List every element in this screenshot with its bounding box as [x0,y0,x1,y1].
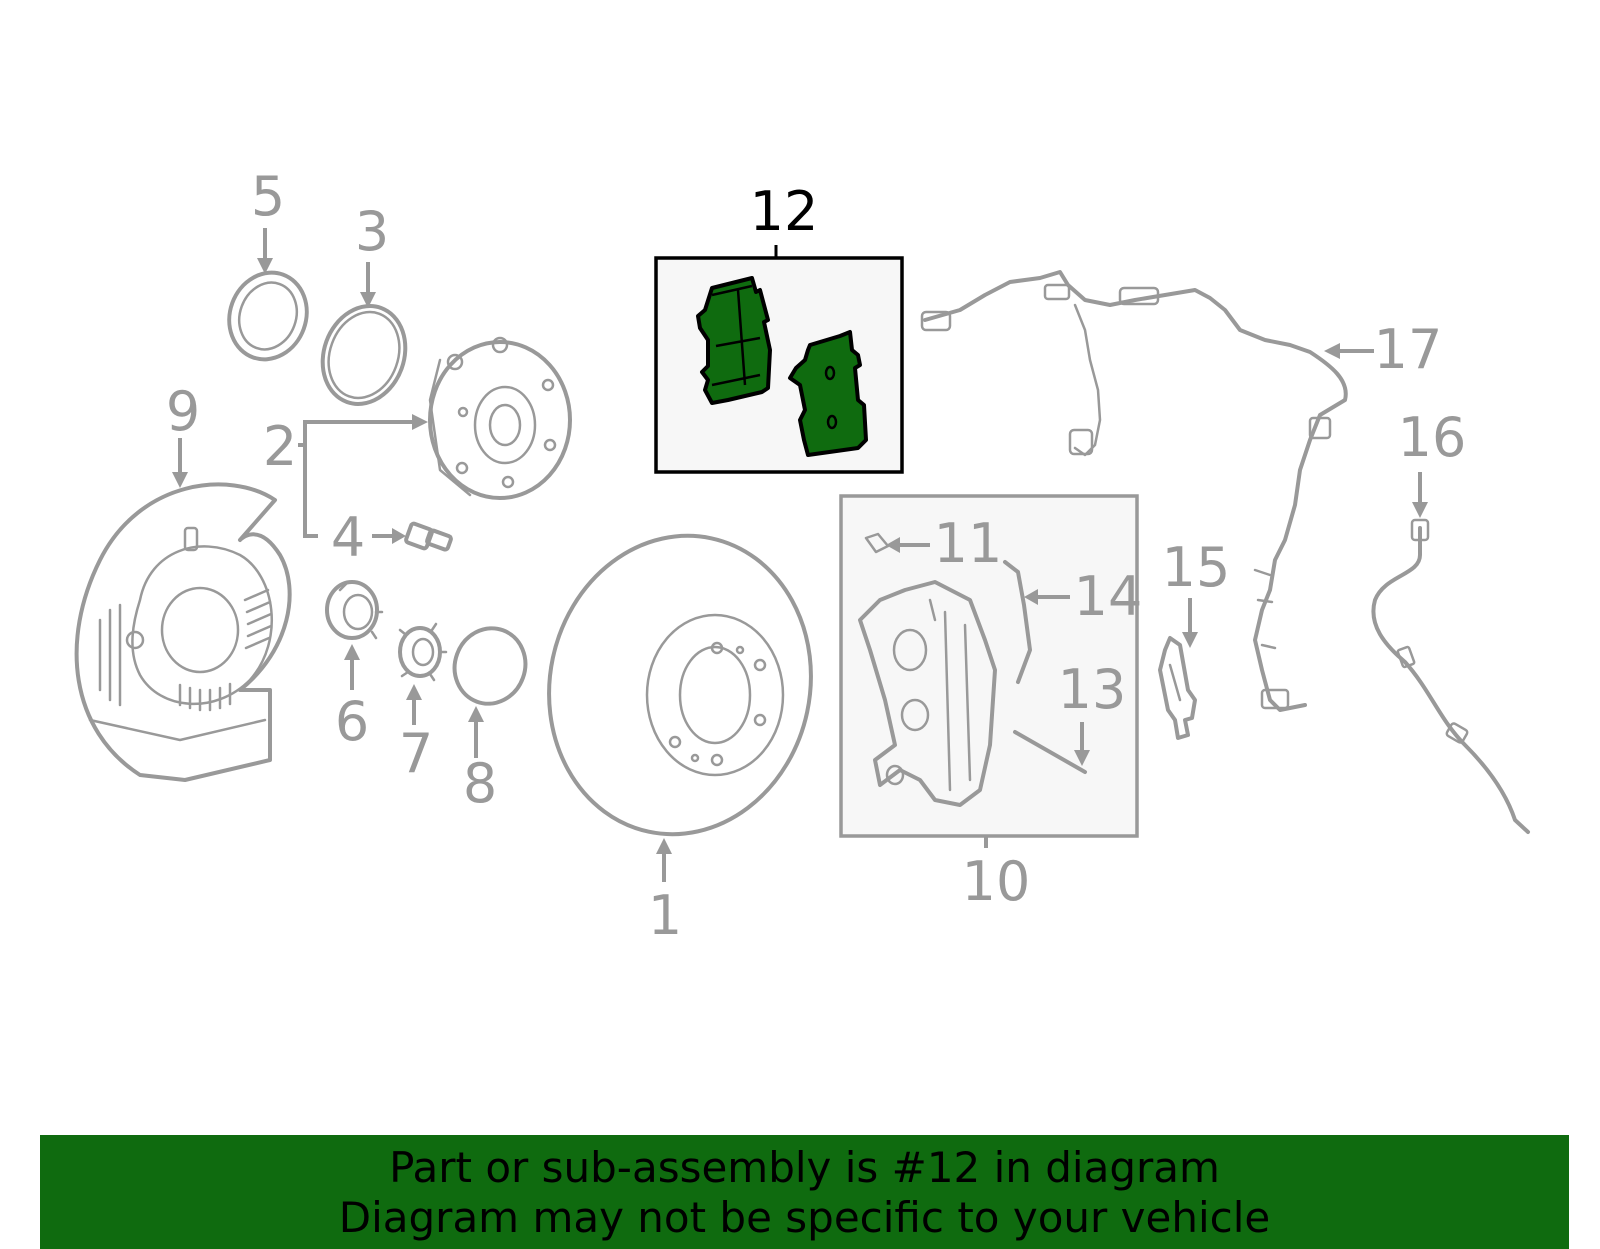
banner-line-1: Part or sub-assembly is #12 in diagram [389,1143,1220,1192]
part-16-brake-hose[interactable] [1371,518,1530,834]
callout-13[interactable]: 13 [1058,658,1127,721]
part-4-bolt[interactable] [404,521,453,552]
callout-4[interactable]: 4 [331,506,365,569]
callout-10[interactable]: 10 [962,850,1031,913]
callout-7[interactable]: 7 [399,722,433,785]
callout-16[interactable]: 16 [1398,406,1467,469]
arrow-13 [1074,750,1090,766]
arrow-4 [392,528,406,544]
arrow-14 [1024,589,1038,605]
part-17-sensor-harness[interactable] [920,270,1348,712]
banner-line-2: Diagram may not be specific to your vehi… [338,1193,1271,1242]
arrow-1 [656,838,672,854]
arrow-6 [344,644,360,660]
callout-3[interactable]: 3 [355,200,389,263]
part-7-lock-nut[interactable] [398,622,448,682]
info-banner: Part or sub-assembly is #12 in diagram D… [40,1135,1569,1249]
part-15-bracket[interactable] [1158,636,1197,740]
leader-2 [298,420,415,538]
callout-1[interactable]: 1 [648,884,682,947]
arrow-8 [468,706,484,722]
part-12-brake-pads[interactable] [696,276,868,457]
callout-11[interactable]: 11 [934,512,1003,575]
arrow-16 [1412,502,1428,518]
callout-2[interactable]: 2 [263,415,297,478]
callout-12[interactable]: 12 [750,180,819,243]
callout-9[interactable]: 9 [166,380,200,443]
callout-17[interactable]: 17 [1374,318,1443,381]
arrow-11 [886,537,900,553]
callout-14[interactable]: 14 [1074,565,1143,628]
callout-8[interactable]: 8 [463,752,497,815]
part-10-caliper[interactable] [858,580,997,807]
part-8-o-ring[interactable] [444,618,536,713]
part-9-dust-shield[interactable] [74,482,292,782]
arrow-9 [172,472,188,488]
callout-15[interactable]: 15 [1162,536,1231,599]
arrow-15 [1182,632,1198,648]
part-6-nut[interactable] [325,580,384,640]
arrow-17 [1324,343,1340,359]
arrow-3 [360,292,376,308]
part-3-o-ring[interactable] [309,294,418,415]
part-14-wire[interactable] [1003,560,1032,684]
arrow-5 [257,258,273,274]
arrow-2 [412,414,428,430]
part-5-seal[interactable] [217,262,319,371]
part-1-rotor[interactable] [522,511,839,859]
callout-5[interactable]: 5 [251,165,285,228]
part-13-pin[interactable] [1013,730,1087,774]
callout-6[interactable]: 6 [335,690,369,753]
part-2-hub-assembly[interactable] [428,336,572,500]
arrow-7 [406,684,422,700]
